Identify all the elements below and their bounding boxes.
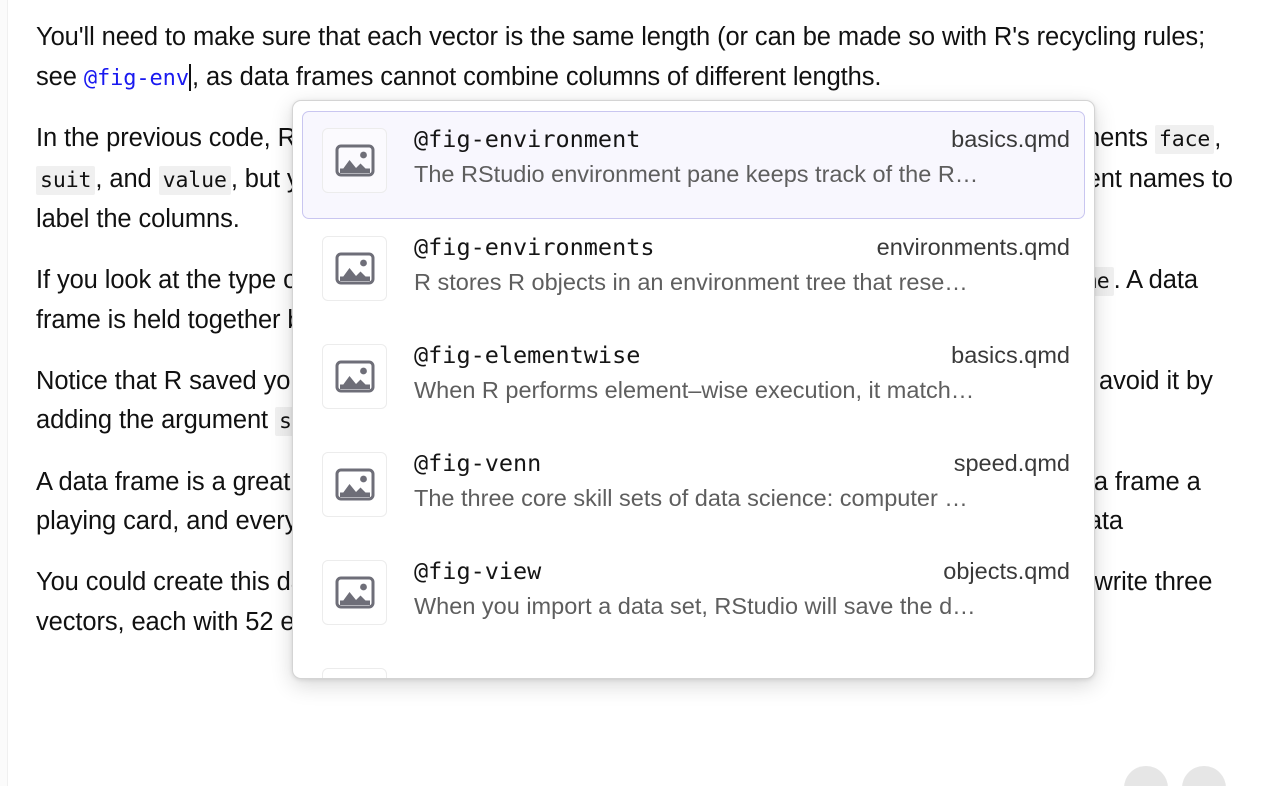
completion-description: The RStudio environment pane keeps track… <box>414 161 979 187</box>
completion-source-file: speed.qmd <box>953 450 1070 476</box>
fab-primary[interactable] <box>1124 766 1168 786</box>
text-run: , and <box>95 164 159 193</box>
completion-entry-header: @fig-elementwise basics.qmd <box>414 341 1070 369</box>
image-icon <box>322 236 387 301</box>
completion-source-file: environments.qmd <box>876 234 1070 260</box>
completion-source-file: basics.qmd <box>951 342 1070 368</box>
completion-description: When R performs element–wise execution, … <box>414 377 975 403</box>
completion-entry-header: @fig-environment basics.qmd <box>414 125 1070 153</box>
text-run: , <box>1214 124 1222 152</box>
completion-item[interactable]: @fig-environments environments.qmd R store… <box>302 219 1085 327</box>
image-icon <box>322 668 387 678</box>
completion-entry-header: @fig-environments environments.qmd <box>414 233 1070 261</box>
completion-ref-id: @fig-venn <box>414 449 542 477</box>
completion-ref-id: @fig-environments <box>414 233 655 261</box>
completion-source-file: objects.qmd <box>943 558 1070 584</box>
completion-description: The three core skill sets of data scienc… <box>414 485 968 511</box>
image-icon <box>322 560 387 625</box>
fab-secondary[interactable] <box>1182 766 1226 786</box>
crossref-token[interactable]: @fig-env <box>83 65 189 91</box>
completion-entry-header: @fig-view objects.qmd <box>414 557 1070 585</box>
completion-description: When you import a data set, RStudio will… <box>414 593 976 619</box>
completion-ref-id: @fig-environment <box>414 125 641 153</box>
completion-entry <box>414 664 1070 673</box>
image-icon <box>322 452 387 517</box>
text-run: You'll need to make sure that each vecto… <box>36 23 1206 91</box>
completion-description: R stores R objects in an environment tre… <box>414 269 968 295</box>
inline-code: value <box>158 165 231 195</box>
editor-left-gutter <box>0 0 8 786</box>
paragraph: You'll need to make sure that each vecto… <box>36 18 1236 98</box>
completion-ref-id: @fig-view <box>414 557 542 585</box>
completion-item[interactable] <box>302 651 1085 678</box>
text-run: , as data frames cannot combine columns … <box>191 62 882 91</box>
inline-code: suit <box>36 165 96 195</box>
completion-source-file: basics.qmd <box>951 126 1070 152</box>
inline-code: face <box>1154 125 1215 154</box>
completion-entry: @fig-environments environments.qmd R store… <box>414 232 1070 296</box>
text-cursor <box>188 63 191 91</box>
image-icon <box>322 128 387 193</box>
completion-entry-header: @fig-venn speed.qmd <box>414 449 1070 477</box>
image-icon <box>322 344 387 409</box>
completion-ref-id: @fig-elementwise <box>414 341 641 369</box>
